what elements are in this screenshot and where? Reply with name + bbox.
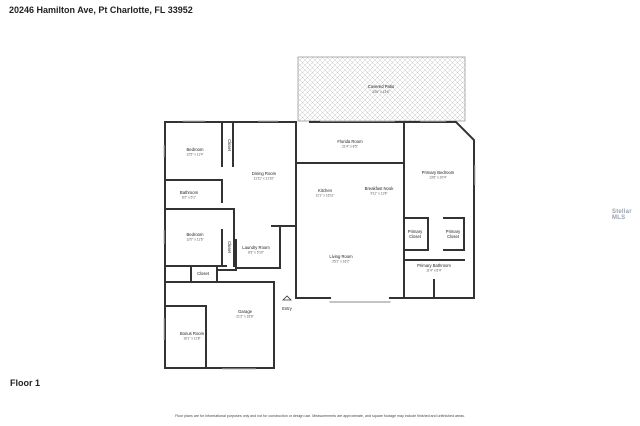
entry-marker [282,295,292,301]
living-room-label: Living Room [329,254,353,259]
stellar-mls-watermark: Stellar MLS [612,209,632,221]
bedroom-1-dims: 12'5" x 11'4" [186,153,203,157]
garage-dims: 21'2" x 18'6" [236,315,253,319]
living-room-dims: 25'1" x 16'2" [332,260,349,264]
laundry-room-label: Laundry Room [242,245,270,250]
dining-room-dims: 11'11" x 21'10" [254,177,275,181]
bedroom-2-dims: 12'0" x 11'6" [186,238,203,242]
breakfast-nook-label: Breakfast Nook [365,186,395,191]
bonus-room-dims: 16'1" x 11'8" [183,337,200,341]
florida-room-dims: 21'4" x 8'5" [342,145,358,149]
disclaimer-text: Floor plans are for informational purpos… [175,414,465,418]
breakfast-nook-dims: 9'11" x 11'8" [370,192,387,196]
closet-bottom-label: Closet [197,271,210,276]
dining-room-label: Dining Room [252,171,277,176]
garage-label: Garage [238,309,253,314]
entry-label: Entry [282,306,293,311]
walls [164,121,475,369]
covered-patio-area [297,56,466,122]
bathroom-label: Bathroom [180,190,199,195]
primary-bedroom-dims: 13'6" x 20'4" [429,176,446,180]
kitchen-label: Kitchen [318,188,333,193]
florida-room-label: Florida Room [337,139,363,144]
covered-patio-label: Covered Patio [368,84,395,89]
primary-bathroom-dims: 11'4" x 6'4" [426,269,441,273]
kitchen-dims: 11'1" x 16'11" [316,194,335,198]
closet-mid-label: Closet [227,241,232,254]
primary-bathroom-label: Primary Bathroom [417,263,451,268]
floor-label: Floor 1 [10,378,41,388]
bonus-room-label: Bonus Room [180,331,205,336]
plan-title: 20246 Hamilton Ave, Pt Charlotte, FL 339… [9,5,193,15]
closet-top-label: Closet [227,139,232,152]
windows [163,120,476,370]
bathroom-dims: 8'2" x 5'1" [182,196,196,200]
laundry-room-dims: 8'3" x 5'10" [248,251,264,255]
bedroom-2-label: Bedroom [187,232,205,237]
bedroom-1-label: Bedroom [187,147,205,152]
covered-patio-dims: 33'6" x 13'6" [372,90,389,94]
primary-bedroom-label: Primary Bedroom [422,170,455,175]
